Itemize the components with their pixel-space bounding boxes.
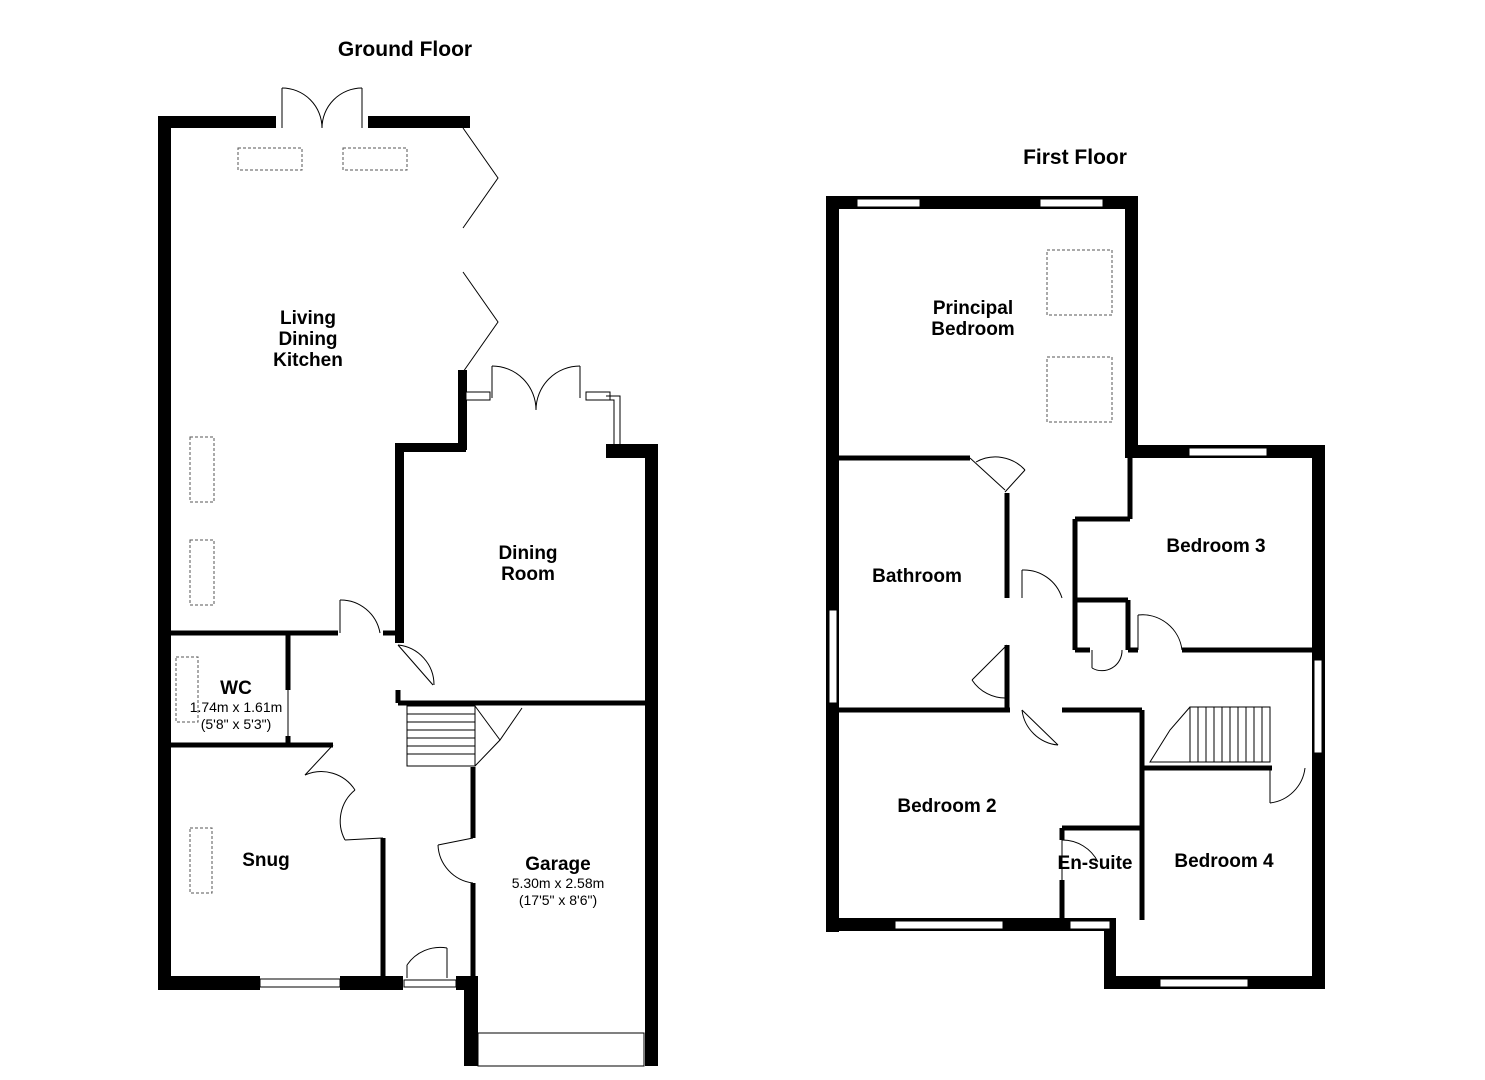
bedroom2-window [894,920,1004,930]
wc-dimensions-imperial: (5'8" x 5'3") [201,716,272,732]
garage-dimensions-imperial: (17'5" x 8'6") [519,892,597,908]
wc-dimensions-metric: 1.74m x 1.61m [190,699,283,715]
ground-exterior-walls [158,116,658,1066]
snug-label: Snug [242,850,290,871]
ground-floor-title: Ground Floor [338,38,472,61]
living-label-line1: Living [280,308,336,329]
dining-room-label-line1: Dining [498,543,557,564]
landing-window [1313,659,1323,754]
first-windows [828,198,1323,988]
bedroom2-label: Bedroom 2 [897,796,996,817]
dining-room-label-line2: Room [501,564,555,585]
bedroom3-label: Bedroom 3 [1166,536,1265,557]
bedroom3-window [1188,447,1268,457]
principal-window-left [856,198,921,208]
bedroom4-window [1159,978,1249,988]
wc-label: WC [220,678,252,699]
snug-window [259,978,341,988]
ground-interior-walls [171,630,650,978]
first-floor-title: First Floor [1023,146,1127,169]
principal-label-line1: Principal [933,298,1013,319]
ground-skylights [175,147,408,894]
ground-room-labels: Living Dining Kitchen Dining Room WC 1.7… [190,308,605,908]
front-door-frame [403,979,457,988]
bathroom-label: Bathroom [872,566,962,587]
bathroom-window [828,609,838,704]
ground-doors [281,87,581,978]
ground-windows [259,391,645,1067]
garage-label: Garage [525,854,590,875]
principal-window-right [1039,198,1104,208]
living-label-line2: Dining [278,329,337,350]
dining-window-left [465,391,491,401]
garage-door [477,1032,645,1067]
principal-label-line2: Bedroom [931,319,1014,340]
first-skylights [1046,249,1113,423]
ground-staircase [406,705,523,767]
ensuite-window [1069,920,1111,930]
ensuite-label: En-suite [1058,853,1133,874]
first-floor: First Floor [826,146,1325,989]
first-doors [969,456,1306,880]
first-staircase [1149,706,1271,763]
first-room-labels: Principal Bedroom Bathroom Bedroom 3 Bed… [872,298,1274,874]
ground-floor: Ground Floor [158,38,658,1067]
bedroom4-label: Bedroom 4 [1174,851,1274,872]
living-label-line3: Kitchen [273,350,343,371]
garage-dimensions-metric: 5.30m x 2.58m [512,875,605,891]
first-interior-walls [839,455,1318,920]
